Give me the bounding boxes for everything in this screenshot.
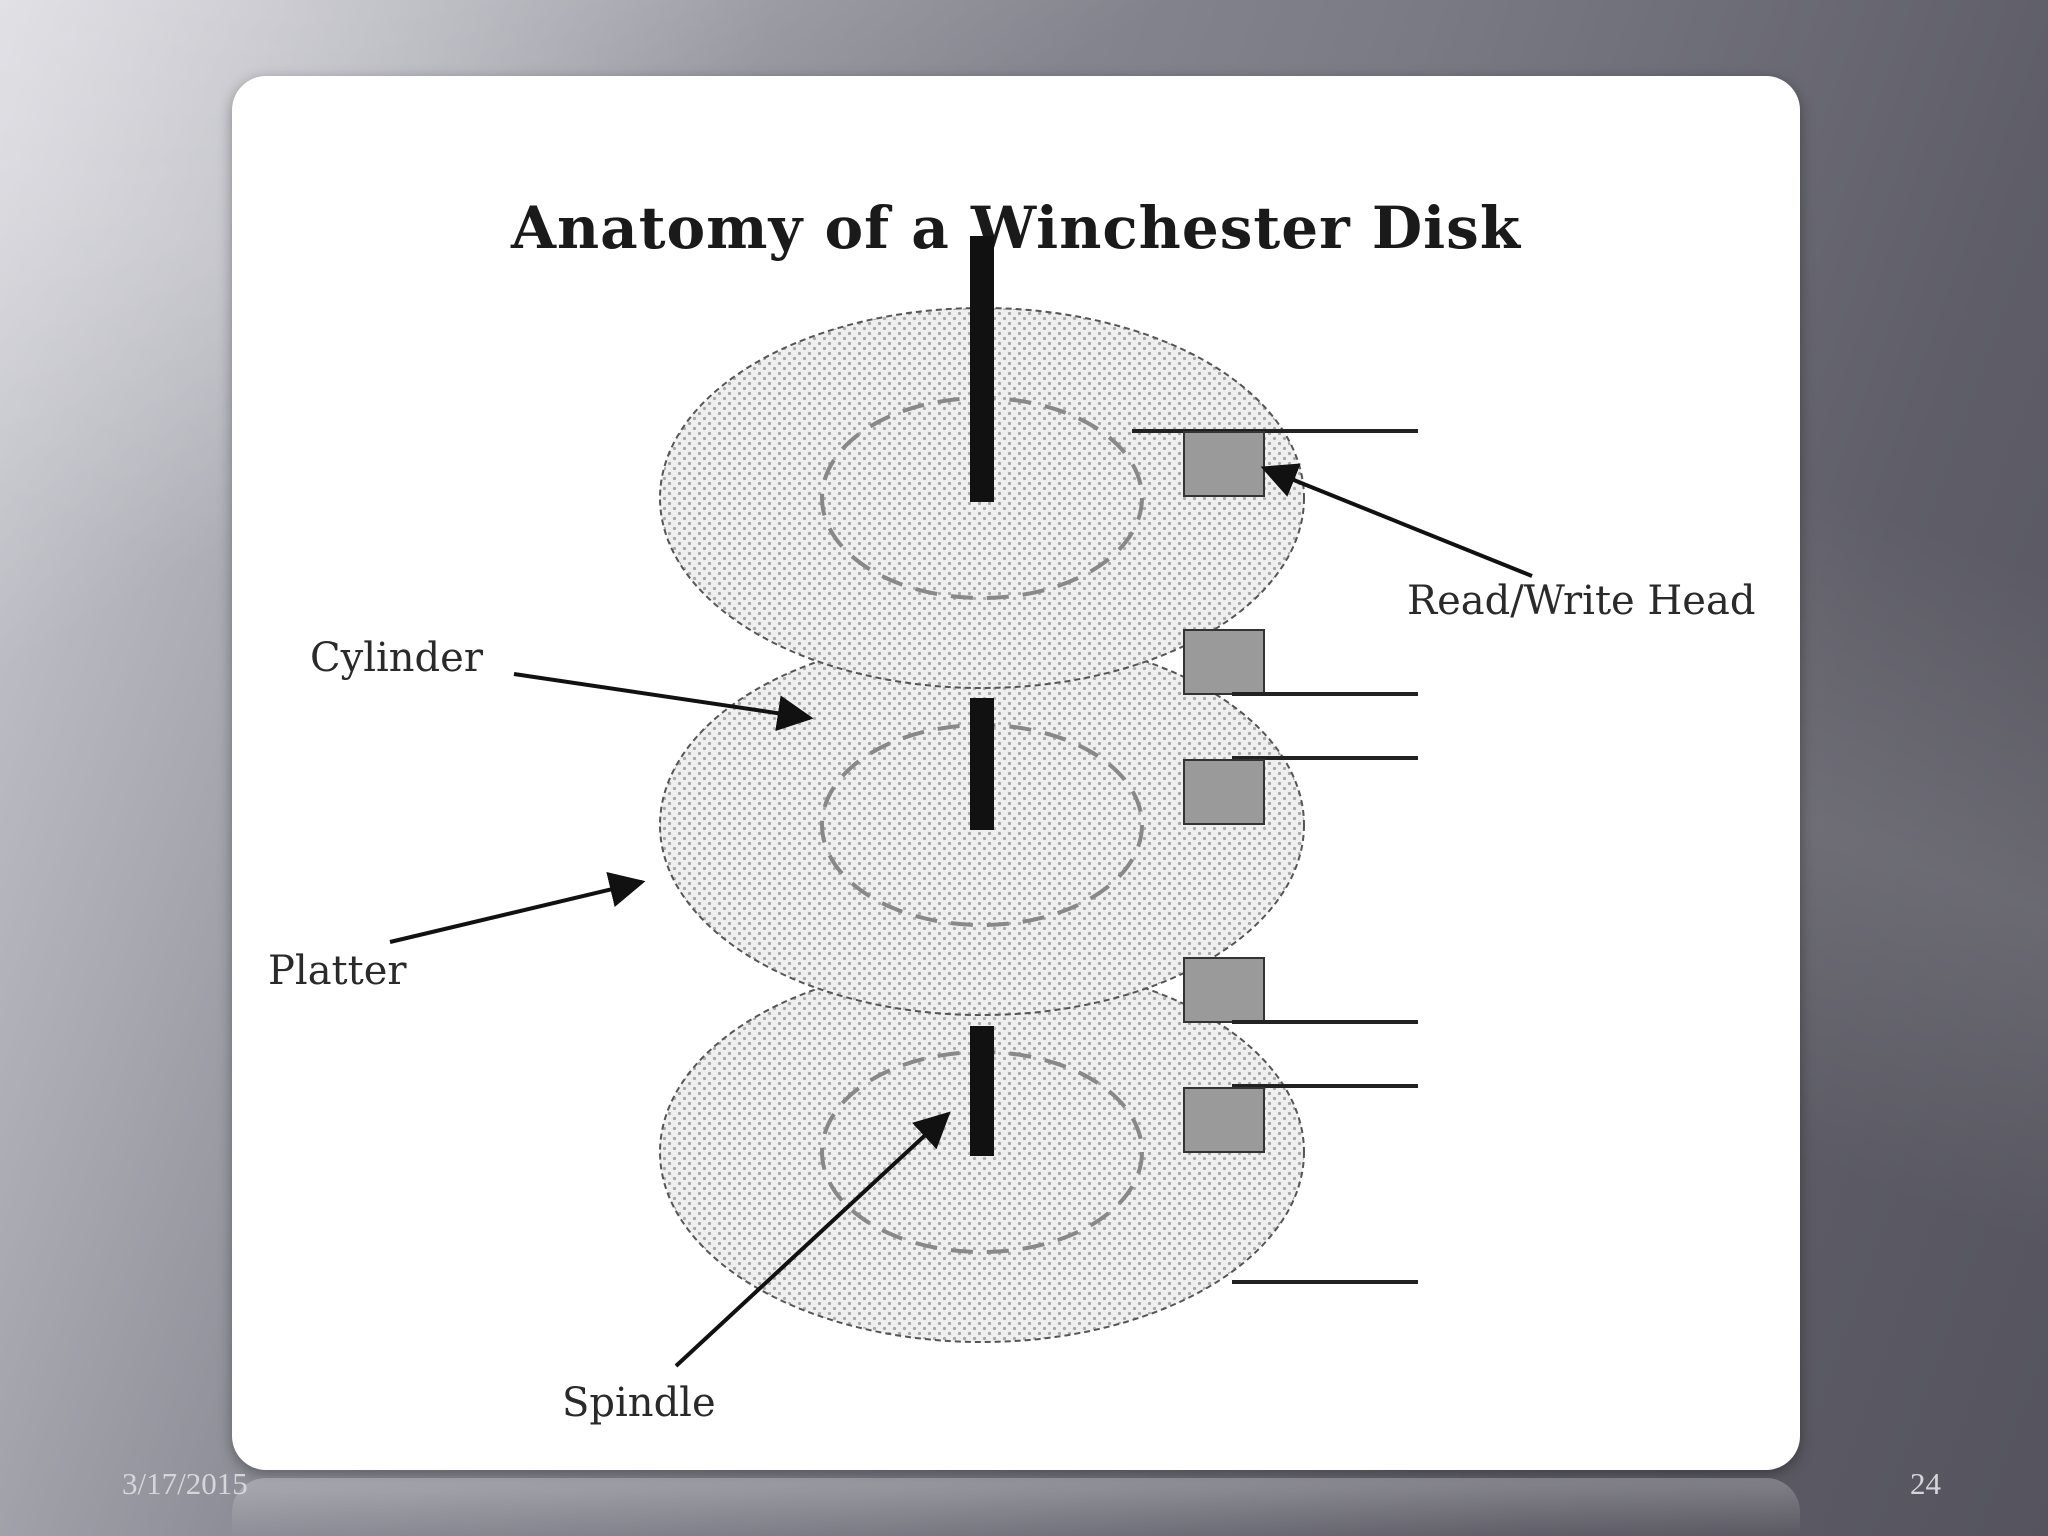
spindle-segment-top xyxy=(970,236,994,502)
head-4 xyxy=(1183,957,1265,1023)
arrow-cylinder xyxy=(513,672,814,732)
head-assembly xyxy=(1132,429,1418,1284)
platter-top xyxy=(659,236,1305,689)
label-spindle: Spindle xyxy=(562,1380,716,1426)
callout-arrows xyxy=(389,463,1533,1368)
spindle-segment-middle xyxy=(970,698,994,830)
arrow-read-write-head xyxy=(1260,463,1533,578)
footer-date: 3/17/2015 xyxy=(122,1466,248,1501)
head-1 xyxy=(1183,431,1265,497)
head-2 xyxy=(1183,629,1265,695)
spindle-segment-bottom xyxy=(970,1026,994,1156)
winchester-disk-diagram: Read/Write Head Cylinder Platter Spindle xyxy=(268,236,1755,1426)
diagram-title: Anatomy of a Winchester Disk xyxy=(510,194,1522,262)
label-platter: Platter xyxy=(268,948,407,994)
label-cylinder: Cylinder xyxy=(310,635,484,681)
arrow-platter xyxy=(389,871,646,944)
slide-card: Anatomy of a Winchester Disk xyxy=(232,76,1800,1470)
platter-bottom xyxy=(659,961,1305,1343)
head-3 xyxy=(1183,759,1265,825)
footer-page-number: 24 xyxy=(1910,1466,1941,1501)
head-5 xyxy=(1183,1087,1265,1153)
label-read-write-head: Read/Write Head xyxy=(1407,578,1755,624)
platter-middle xyxy=(659,634,1305,1016)
arrow-spindle xyxy=(674,1111,951,1368)
slide-reflection xyxy=(232,1478,1800,1536)
